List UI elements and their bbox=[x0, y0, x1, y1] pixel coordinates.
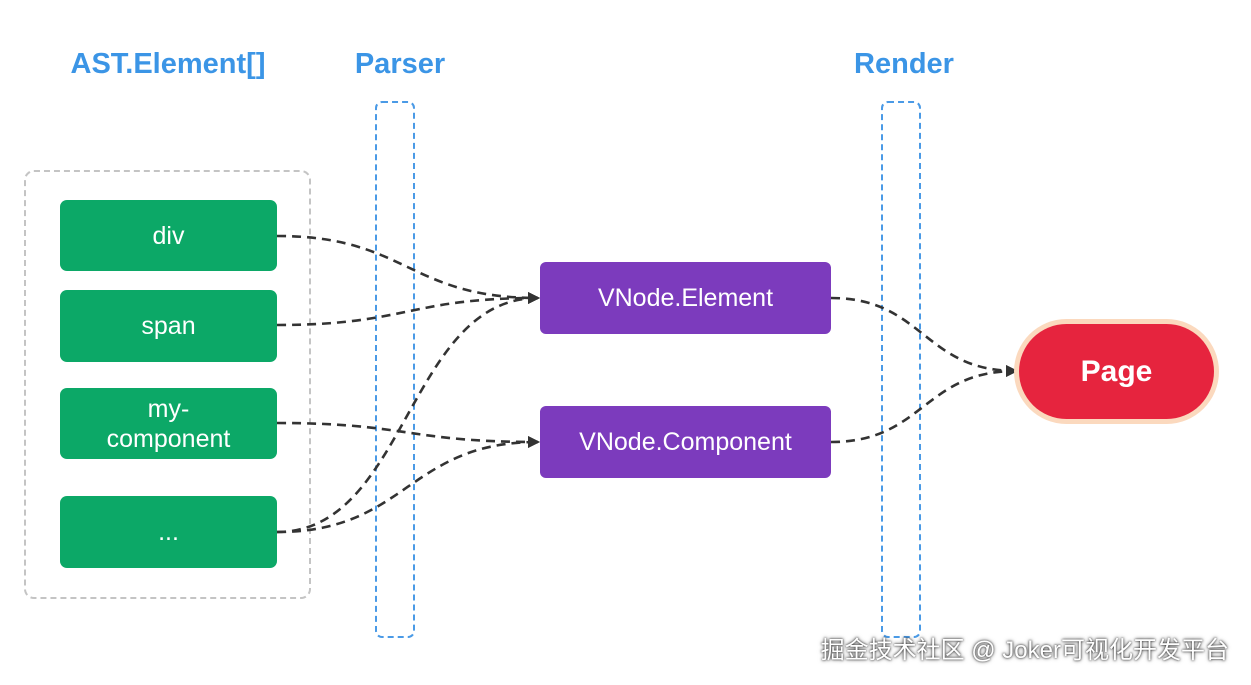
ast-node-my-component: my- component bbox=[60, 388, 277, 459]
edge-----to-vnode-element bbox=[276, 292, 540, 534]
vnode-component: VNode.Component bbox=[540, 406, 831, 478]
ast-node-ellipsis: ... bbox=[60, 496, 277, 568]
ast-node-div: div bbox=[60, 200, 277, 271]
edge-div-to-vnode-element bbox=[276, 234, 540, 304]
render-lane bbox=[881, 101, 921, 638]
edge-----to-vnode-component bbox=[276, 436, 540, 534]
parser-lane bbox=[375, 101, 415, 638]
ast-element-group bbox=[24, 170, 311, 599]
ast-node-span: span bbox=[60, 290, 277, 362]
watermark: 掘金技术社区 @ Joker可视化开发平台 bbox=[820, 637, 1229, 664]
edge-vnode-component-to-page bbox=[830, 365, 1018, 444]
render-header: Render bbox=[854, 48, 954, 80]
parser-header: Parser bbox=[354, 48, 446, 80]
ast-element-header: AST.Element[] bbox=[70, 48, 266, 80]
edge-my-component-to-vnode-component bbox=[276, 421, 540, 448]
edge-span-to-vnode-element bbox=[276, 292, 540, 327]
edge-vnode-element-to-page bbox=[830, 296, 1018, 377]
vnode-element: VNode.Element bbox=[540, 262, 831, 334]
page-node: Page bbox=[1019, 324, 1214, 419]
